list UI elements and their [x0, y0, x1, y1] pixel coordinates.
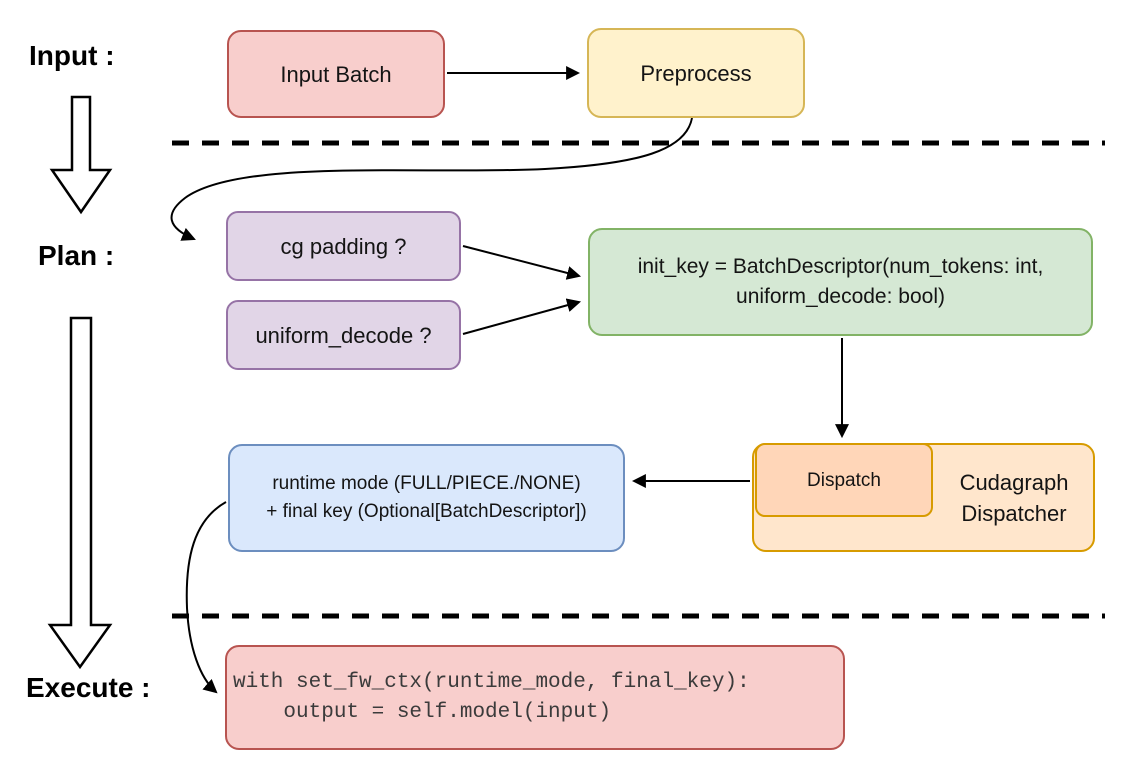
node-runtime-result-line2: + final key (Optional[BatchDescriptor])	[266, 501, 587, 522]
node-dispatch-label: Dispatch	[807, 469, 881, 491]
node-uniform-decode-label: uniform_decode ?	[255, 322, 432, 348]
stage-label-execute: Execute :	[26, 672, 151, 703]
node-input-batch-label: Input Batch	[280, 61, 392, 87]
node-preprocess-label: Preprocess	[640, 60, 752, 86]
stage-label-input: Input :	[29, 40, 115, 71]
node-uniform-decode: uniform_decode ?	[226, 300, 461, 370]
node-init-key: init_key = BatchDescriptor(num_tokens: i…	[588, 228, 1093, 336]
node-init-key-line1: init_key = BatchDescriptor(num_tokens: i…	[637, 255, 1044, 278]
stage-label-plan: Plan :	[38, 240, 115, 271]
node-init-key-line2: uniform_decode: bool)	[736, 285, 945, 308]
node-input-batch: Input Batch	[227, 30, 445, 118]
arrow-runtime-result-to-execute-code	[185, 501, 227, 694]
execute-code-line2: output = self.model(input)	[233, 700, 612, 724]
stage-arrow-input-to-plan-icon	[49, 95, 113, 215]
node-runtime-result: runtime mode (FULL/PIECE./NONE) + final …	[228, 444, 625, 552]
stage-arrow-plan-to-execute-icon	[47, 316, 113, 670]
node-cg-padding-label: cg padding ?	[280, 233, 407, 259]
node-cg-padding: cg padding ?	[226, 211, 461, 281]
node-preprocess: Preprocess	[587, 28, 805, 118]
execute-code-line1: with set_fw_ctx(runtime_mode, final_key)…	[233, 670, 750, 694]
arrow-uniform-decode-to-init-key	[462, 298, 582, 335]
cudagraph-dispatcher-line2: Dispatcher	[961, 500, 1067, 526]
arrow-preprocess-to-cg-padding	[170, 117, 693, 241]
arrow-cg-padding-to-init-key	[462, 245, 582, 280]
node-execute-code: with set_fw_ctx(runtime_mode, final_key)…	[225, 645, 845, 750]
node-dispatch: Dispatch	[755, 443, 933, 517]
node-runtime-result-line1: runtime mode (FULL/PIECE./NONE)	[272, 473, 581, 494]
cudagraph-dispatcher-line1: Cudagraph	[959, 469, 1069, 495]
node-cudagraph-dispatcher-label: Cudagraph Dispatcher	[933, 443, 1095, 552]
